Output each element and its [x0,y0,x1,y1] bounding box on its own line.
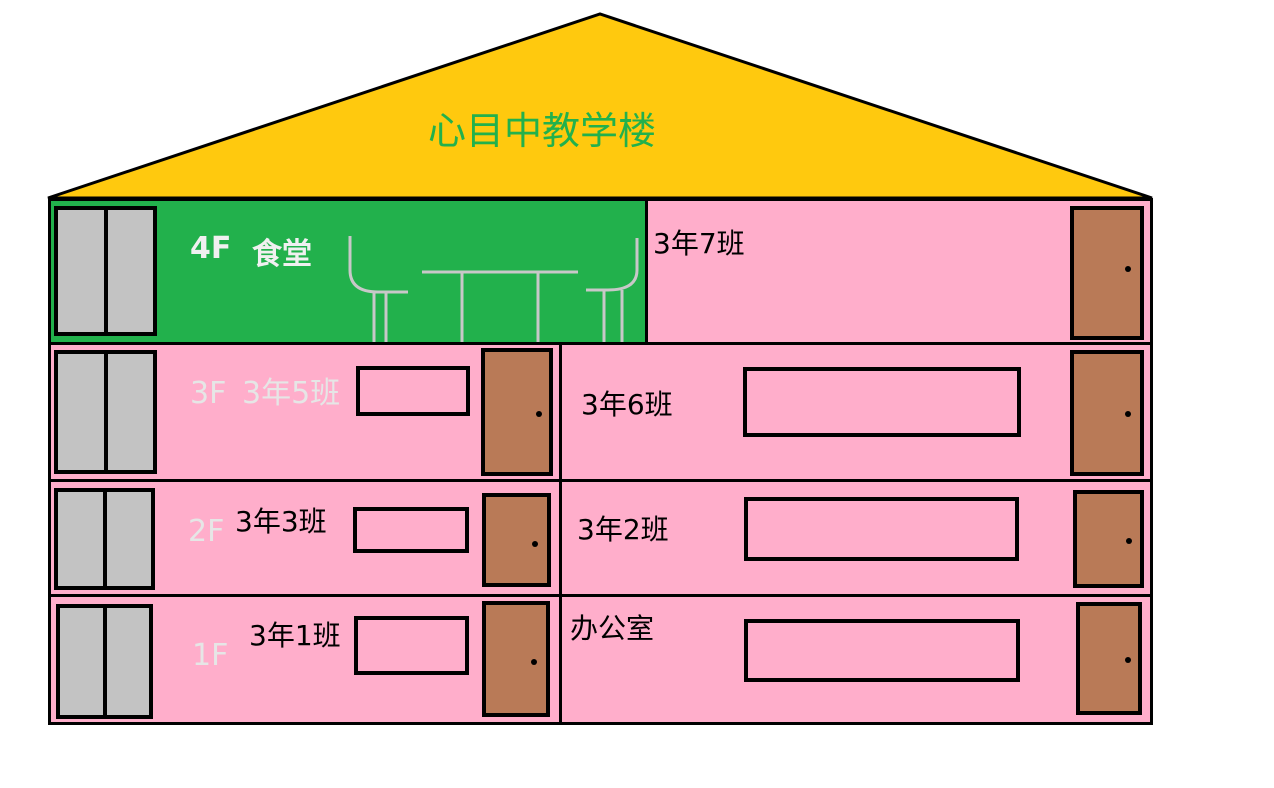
elevator-door-split [103,210,108,332]
door-knob [536,411,542,417]
window-office [744,619,1020,682]
classroom-3-1-label: 3年1班 [249,619,341,652]
elevator-3f [54,350,157,474]
classroom-3-7 [645,198,1153,345]
floor-label-2f: 2F [188,514,225,549]
door-knob [1125,657,1131,663]
floor-label-3f: 3F [190,376,227,411]
door-knob [1125,411,1131,417]
elevator-2f [54,488,155,590]
right-chair [586,238,639,344]
window-3-1 [354,616,469,675]
building-title: 心目中教学楼 [428,109,657,153]
classroom-3-6-label: 3年6班 [581,388,673,421]
table [422,270,578,344]
classroom-3-5-label: 3年5班 [242,376,341,411]
roof [47,12,1153,200]
door-3-7 [1070,206,1144,340]
door-3-3 [482,493,551,587]
door-3-1 [482,601,550,717]
roof-triangle [47,12,1153,200]
classroom-3-2-label: 3年2班 [577,513,669,546]
floor-label-4f: 4F [190,231,232,266]
door-knob [531,659,537,665]
classroom-3-3-label: 3年3班 [235,505,327,538]
canteen-label: 食堂 [252,237,312,272]
classroom-3-6 [559,342,1153,482]
window-3-6 [743,367,1021,437]
elevator-4f [54,206,157,336]
door-office [1076,602,1142,715]
office [559,594,1153,725]
door-knob [1126,538,1132,544]
door-3-6 [1070,350,1144,476]
canteen-tables-chairs [348,236,639,344]
elevator-1f [56,604,153,719]
elevator-door-split [102,608,107,715]
left-chair [348,236,408,344]
window-3-5 [356,366,470,416]
elevator-door-split [103,354,108,470]
door-3-5 [481,348,553,476]
office-label: 办公室 [570,612,655,645]
elevator-door-split [102,492,107,586]
classroom-3-7-label: 3年7班 [653,227,745,260]
door-knob [532,541,538,547]
window-3-2 [744,497,1019,561]
table-and-chairs-icon [348,236,639,344]
door-3-2 [1073,490,1144,588]
door-knob [1125,266,1131,272]
floor-label-1f: 1F [192,638,229,673]
window-3-3 [353,507,469,553]
